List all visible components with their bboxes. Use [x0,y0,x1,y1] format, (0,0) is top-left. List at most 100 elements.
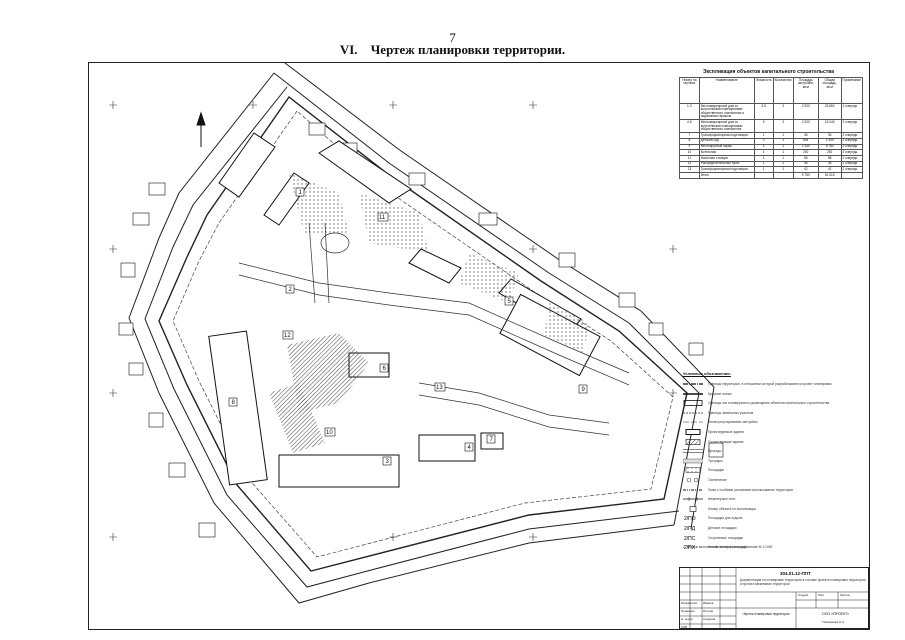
sports-area-icon: 2/ПС [684,536,696,541]
table-cell [840,172,864,179]
explication-table-panel: Экспликация объектов капитального строит… [679,69,864,179]
table-row: 4-6 Многоквартирный дом со встроенными п… [679,119,864,134]
legend-label: Инженерные сети [708,497,736,502]
person-name: Петров [703,609,714,613]
legend-item: Зоны с особыми условиями использования т… [683,486,861,494]
legend-item: Площадки [683,466,861,474]
legend-item: Границы зон планируемого размещения объе… [683,399,861,407]
table-row-total: Итого 9 750 51 615 [679,172,864,179]
legend-label: Границы территории, в отношении которой … [708,382,832,386]
table-cell: 2 очередь [840,155,864,162]
legend-panel: Условные обозначения: Границы территории… [683,371,861,553]
table-cell: 2 очередь [840,119,864,134]
boundary-line-icon [683,383,703,385]
page-number: 7 [449,30,456,45]
plot-boundary-icon [683,412,703,414]
driveway-icon [683,449,703,453]
table-cell: 5 [753,119,774,134]
sheet-title: Чертеж планировки территории [742,612,790,616]
person-name: Сидоров [703,617,716,621]
table-header: Этажность [753,76,774,105]
drawing-sheet: 1 2 3 4 5 6 7 8 9 10 11 12 13 [88,62,870,630]
building-line-icon [683,422,703,423]
table-cell: 2 340 [792,143,819,151]
organization-name: ООО «ПРОЕКТ» [822,612,849,616]
legend-item: Существующие здания [683,438,861,446]
territory-boundary [158,95,688,572]
title-block: 304.01.12-ППТ Документация по планировке… [679,567,870,630]
table-cell [772,172,794,179]
person-name: Иванов [703,601,714,605]
legend-item: 2/ПД Детские площадки [683,524,861,532]
svg-text:2/ПД: 2/ПД [684,526,696,531]
protected-zone-icon [683,489,703,491]
legend-item: Границы территории, в отношении которой … [683,380,861,388]
document-code: 304.01.12-ППТ [780,571,811,576]
legend-label: Спортивные площадки [708,535,744,540]
legend-item: Проезды [683,447,861,455]
table-cell: 51 615 [817,172,842,179]
table-row: 10 Котельная 1 1 252 252 2 очередь [679,149,864,156]
legend-label: Существующие здания [708,439,744,444]
legend-item: Номер объекта по экспликации [683,505,861,513]
table-cell: 3 200 [792,119,819,134]
grid-crosses [109,101,677,541]
legend-item: Озеленение [683,476,861,484]
page-heading: VI. Чертеж планировки территории. [0,42,905,58]
svg-text:2/ПО: 2/ПО [684,516,696,521]
table-cell: 2 очередь [840,166,864,174]
table-cell: Итого [698,172,755,179]
legend-item: Проектируемые здания [683,428,861,436]
table-row: 12 Распределительный пункт 1 1 48 48 2 о… [679,160,864,168]
table-cell [679,172,700,179]
table-cell: Насосная станция [698,155,755,162]
table-cell: 3-5 [753,103,774,121]
site-plan-drawing: 1 2 3 4 5 6 7 8 9 10 11 12 13 [109,63,724,604]
person-name: Тимофеева С.А. [822,620,845,624]
plan-label-8: 8 [232,400,236,406]
table-cell: 9 750 [792,172,819,179]
table-cell: 58 [792,155,819,162]
legend-label: Проезды [708,449,722,454]
sheet-label: Лист [818,593,825,597]
plan-label-6: 6 [383,366,387,372]
table-cell: 252 [792,149,819,156]
table-cell: 2 очередь [840,149,864,156]
table-cell: Котельная [698,149,755,156]
plan-label-13: 13 [436,385,443,391]
zone-boundary-icon [683,400,703,407]
table-cell: 2 очередь [840,132,864,139]
plan-label-5: 5 [508,299,512,305]
table-row: 11 Насосная станция 1 1 58 58 2 очередь [679,155,864,162]
title-block-grid [680,568,870,630]
table-cell: Трансформаторная подстанция [698,166,755,174]
drawing-note: 1. Чертеж выполнен на топографической ос… [683,545,773,549]
plan-label-3: 3 [386,459,390,465]
section-number: VI. [339,42,358,57]
legend-label: Красные линии [708,391,732,396]
legend-label: Номер объекта по экспликации [708,506,757,511]
table-row: 1-3 Многоквартирный дом со встроенными п… [679,103,864,121]
table-row: 13 Трансформаторная подстанция 1 1 42 42… [679,166,864,174]
legend-item: Границы земельных участков [683,409,861,417]
table-cell: 4-6 [679,119,700,134]
table-header-row: Номер на чертеже Наименование Этажность … [679,76,864,105]
legend-item: Инженерные сети [683,495,861,503]
svg-text:2/ПС: 2/ПС [684,536,696,541]
sheets-label: Листов [840,593,850,597]
utility-area-icon: 2/ПХ [684,545,696,550]
plan-label-1: 1 [299,190,303,196]
greenery-icon [686,477,699,483]
table-header: Наименование [698,76,755,105]
table-cell: 42 [792,166,819,174]
table-cell: Распределительный пункт [698,160,755,168]
table-cell: 2 очередь [840,160,864,168]
table-cell: 15 040 [817,119,842,134]
legend-label: Детские площадки [708,525,737,530]
table-cell: Трансформаторная подстанция [698,132,755,139]
legend-label: Озеленение [708,477,727,482]
utility-network-icon [683,497,703,502]
proposed-buildings [208,132,601,488]
plan-label-12: 12 [284,333,291,339]
rest-area-icon: 2/ПО [684,516,696,521]
